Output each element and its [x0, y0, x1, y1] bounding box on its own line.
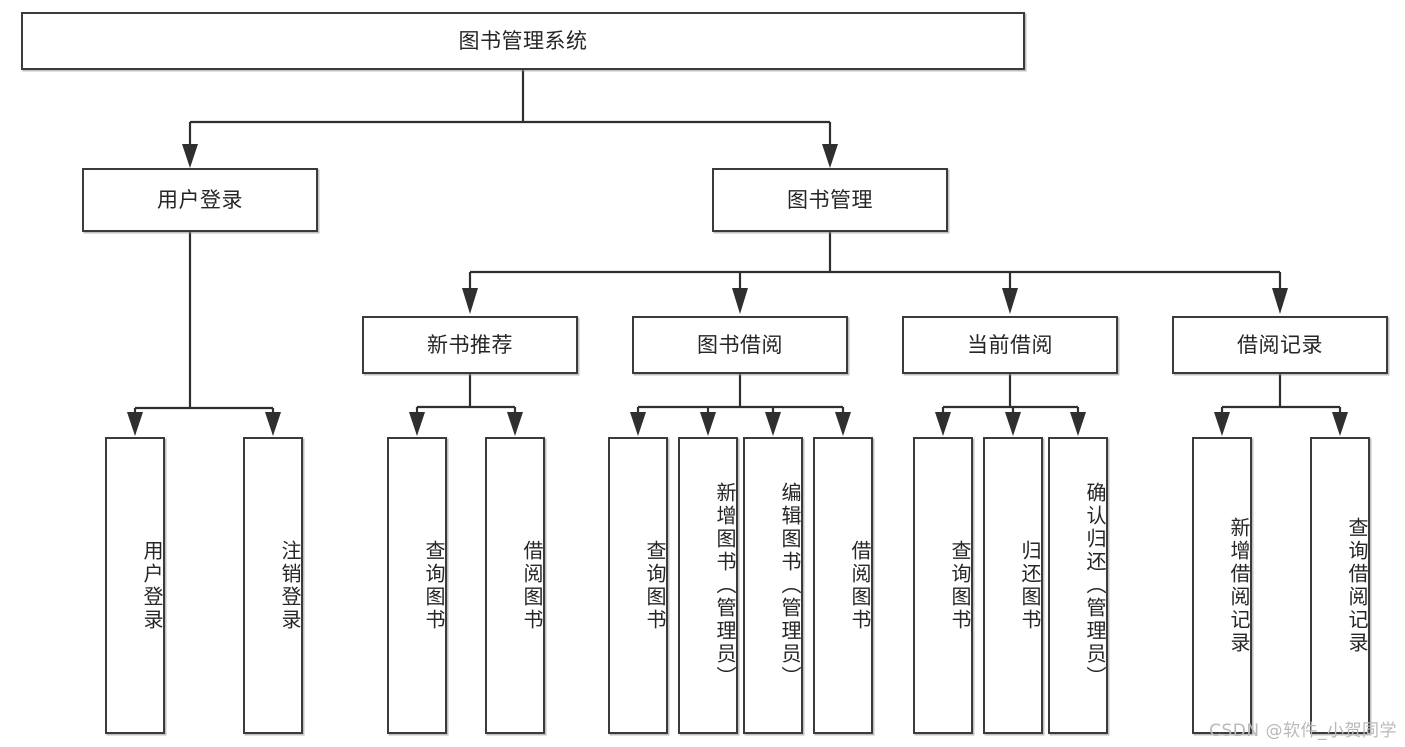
- node-leaf-edit-book-admin-label: 编辑图书（管理员）: [778, 482, 802, 689]
- arrow-bb-1: [630, 412, 646, 436]
- arrow-bb-3: [765, 412, 781, 436]
- node-leaf-user-login[interactable]: 用户登录: [105, 437, 165, 734]
- arrow-nb-1: [409, 412, 425, 436]
- node-book-borrow[interactable]: 图书借阅: [632, 316, 848, 374]
- node-leaf-logout[interactable]: 注销登录: [243, 437, 303, 734]
- node-current-borrow[interactable]: 当前借阅: [902, 316, 1118, 374]
- node-user-login-label: 用户登录: [157, 187, 243, 212]
- node-leaf-query-borrow-record[interactable]: 查询借阅记录: [1310, 437, 1370, 734]
- node-leaf-return-book-label: 归还图书: [1018, 539, 1042, 632]
- arrow-nb-2: [507, 412, 523, 436]
- arrow-new-book-recommend: [462, 288, 478, 314]
- node-root[interactable]: 图书管理系统: [21, 12, 1025, 70]
- node-root-label: 图书管理系统: [458, 28, 588, 53]
- node-leaf-query-book-recommend-label: 查询图书: [422, 539, 446, 632]
- node-leaf-query-book-borrow-label: 查询图书: [643, 539, 667, 632]
- node-leaf-query-book-borrow[interactable]: 查询图书: [608, 437, 668, 734]
- node-leaf-borrow-book-recommend-label: 借阅图书: [520, 539, 544, 632]
- arrow-leaf-logout: [265, 412, 281, 436]
- node-leaf-confirm-return-admin-label: 确认归还（管理员）: [1083, 482, 1107, 689]
- node-leaf-add-book-admin-label: 新增图书（管理员）: [713, 482, 737, 689]
- node-leaf-query-book-current[interactable]: 查询图书: [913, 437, 973, 734]
- node-leaf-logout-label: 注销登录: [278, 539, 302, 632]
- arrow-bb-4: [835, 412, 851, 436]
- node-leaf-edit-book-admin[interactable]: 编辑图书（管理员）: [743, 437, 803, 734]
- node-leaf-user-login-label: 用户登录: [140, 539, 164, 632]
- node-leaf-query-borrow-record-label: 查询借阅记录: [1345, 516, 1369, 655]
- node-new-book-recommend-label: 新书推荐: [427, 332, 513, 357]
- arrow-user-login: [182, 144, 198, 168]
- arrow-br-1: [1214, 412, 1230, 436]
- csdn-watermark: CSDN @软件_小贺同学: [1209, 721, 1397, 741]
- node-leaf-borrow-book-label: 借阅图书: [848, 539, 872, 632]
- node-current-borrow-label: 当前借阅: [967, 332, 1053, 357]
- arrow-bb-2: [700, 412, 716, 436]
- node-leaf-borrow-book[interactable]: 借阅图书: [813, 437, 873, 734]
- node-leaf-return-book[interactable]: 归还图书: [983, 437, 1043, 734]
- node-leaf-add-borrow-record-label: 新增借阅记录: [1227, 516, 1251, 655]
- node-book-borrow-label: 图书借阅: [697, 332, 783, 357]
- node-leaf-confirm-return-admin[interactable]: 确认归还（管理员）: [1048, 437, 1108, 734]
- node-leaf-add-borrow-record[interactable]: 新增借阅记录: [1192, 437, 1252, 734]
- node-leaf-borrow-book-recommend[interactable]: 借阅图书: [485, 437, 545, 734]
- arrow-borrow-record: [1272, 288, 1288, 314]
- node-borrow-record-label: 借阅记录: [1237, 332, 1323, 357]
- node-leaf-add-book-admin[interactable]: 新增图书（管理员）: [678, 437, 738, 734]
- arrow-book-management: [822, 144, 838, 168]
- arrow-current-borrow: [1002, 288, 1018, 314]
- arrow-cb-2: [1005, 412, 1021, 436]
- arrow-cb-3: [1070, 412, 1086, 436]
- arrow-leaf-user-login: [127, 412, 143, 436]
- arrow-book-borrow: [732, 288, 748, 314]
- node-book-management[interactable]: 图书管理: [712, 168, 948, 232]
- node-leaf-query-book-recommend[interactable]: 查询图书: [387, 437, 447, 734]
- node-leaf-query-book-current-label: 查询图书: [948, 539, 972, 632]
- node-new-book-recommend[interactable]: 新书推荐: [362, 316, 578, 374]
- node-book-management-label: 图书管理: [787, 187, 873, 212]
- arrow-cb-1: [935, 412, 951, 436]
- node-borrow-record[interactable]: 借阅记录: [1172, 316, 1388, 374]
- node-user-login[interactable]: 用户登录: [82, 168, 318, 232]
- arrow-br-2: [1332, 412, 1348, 436]
